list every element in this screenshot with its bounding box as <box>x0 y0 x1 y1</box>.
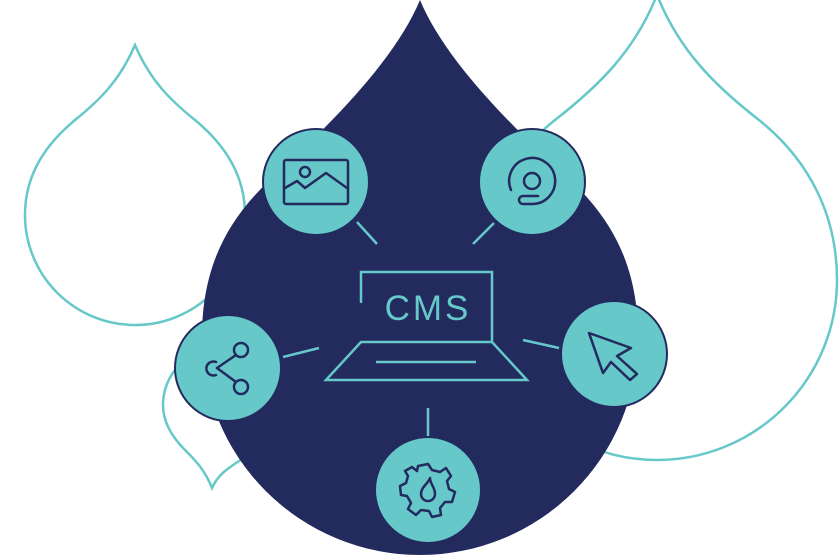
cms-label: CMS <box>385 289 472 328</box>
gear-drop-icon <box>398 462 457 519</box>
share-icon <box>205 341 250 396</box>
main-drop <box>202 0 638 555</box>
outline-drop-left <box>23 41 247 327</box>
user-node <box>478 128 586 236</box>
connector-lines <box>282 221 560 436</box>
image-icon <box>282 158 350 206</box>
cursor-node <box>560 300 668 408</box>
laptop-icon <box>323 270 530 382</box>
share-node <box>174 314 282 422</box>
cursor-icon <box>587 331 639 382</box>
image-node <box>262 128 370 236</box>
user-icon <box>507 156 557 206</box>
settings-node <box>374 436 482 544</box>
